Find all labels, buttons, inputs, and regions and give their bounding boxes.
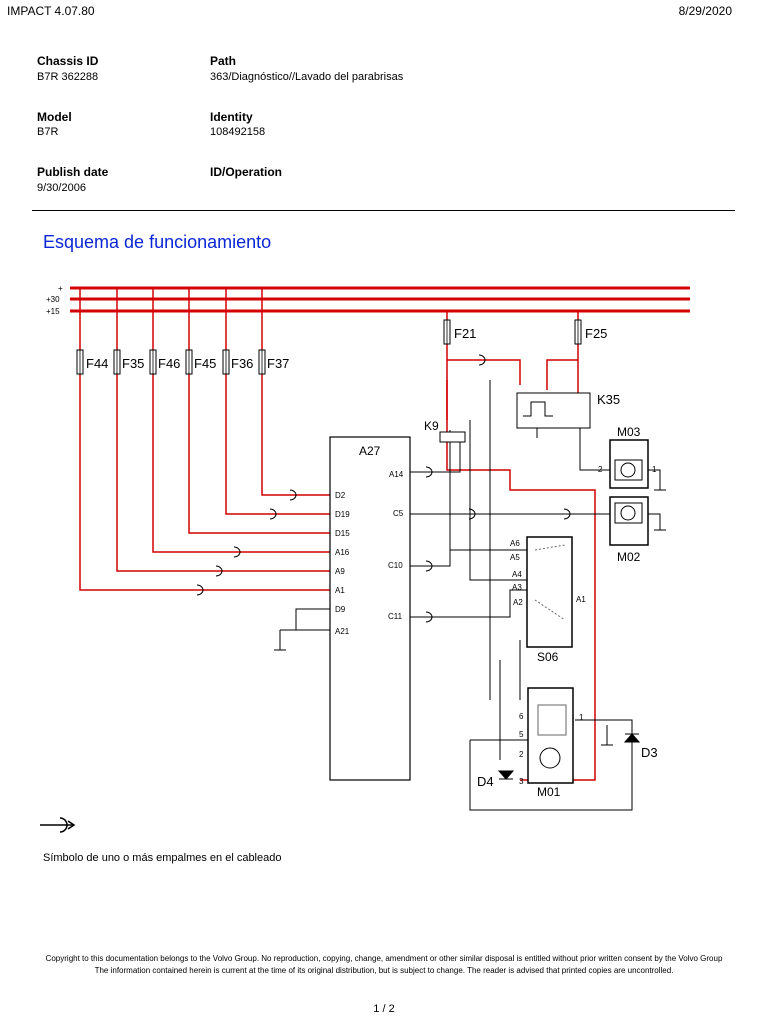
pin-label: A9: [335, 567, 345, 576]
diode-d4: [497, 770, 515, 780]
pin-label: A5: [510, 553, 520, 562]
pin-label: 3: [519, 777, 524, 786]
fuse-label: F44: [86, 356, 108, 371]
control-unit-a27: [329, 436, 411, 781]
pin-label: A21: [335, 627, 350, 636]
page-title: Esquema de funcionamiento: [43, 232, 272, 252]
wiper-switch-s06: [526, 536, 573, 648]
pin-label: A3: [512, 583, 522, 592]
pin-label: D15: [335, 529, 350, 538]
power-rails: [70, 286, 690, 313]
disclaimer-line: The information contained herein is curr…: [94, 966, 674, 975]
rail-label: +15: [46, 307, 60, 316]
app-version: IMPACT 4.07.80: [7, 4, 95, 18]
pin-label: C10: [388, 561, 403, 570]
pin-label: C11: [388, 612, 403, 621]
fuse-label: F45: [194, 356, 216, 371]
pin-label: D9: [335, 605, 346, 614]
fuse-label: F46: [158, 356, 180, 371]
module-label: A27: [359, 444, 381, 458]
pin-label: 6: [519, 712, 524, 721]
splice-symbol-icon: [40, 817, 76, 833]
publish-date-label: Publish date: [37, 165, 109, 179]
chassis-value: B7R 362288: [37, 71, 99, 83]
module-label: M03: [617, 425, 641, 439]
pin-label: A1: [576, 595, 586, 604]
legend-text: Símbolo de uno o más empalmes en el cabl…: [43, 852, 282, 864]
pin-label: A2: [513, 598, 523, 607]
path-label: Path: [210, 54, 237, 68]
pin-label: 5: [519, 730, 524, 739]
fuse-label: F36: [231, 356, 253, 371]
fuse-label: F37: [267, 356, 289, 371]
pin-label: D2: [335, 491, 346, 500]
diode-d3: [623, 733, 641, 743]
relay-k35: [516, 392, 591, 429]
rail-label: +30: [46, 295, 60, 304]
pin-label: A4: [512, 570, 522, 579]
header-divider: [32, 210, 735, 211]
wiring-diagram: + +30 +15 F44 F35 F46 F45 F36: [46, 284, 690, 811]
page-number: 1 / 2: [373, 1003, 395, 1015]
footer-copyright: Copyright to this documentation belongs …: [30, 953, 738, 977]
module-label: S06: [537, 650, 559, 664]
relay-k9: [439, 431, 466, 443]
pin-label: A6: [510, 539, 520, 548]
model-label: Model: [37, 110, 72, 124]
fuse-labels: F44 F35 F46 F45 F36 F37 F21 F25: [86, 326, 607, 371]
operation-label: ID/Operation: [210, 165, 283, 179]
module-label: M02: [617, 550, 641, 564]
publish-date-value: 9/30/2006: [37, 182, 86, 194]
module-label: D4: [477, 774, 494, 789]
fuse-label: F25: [585, 326, 607, 341]
module-label: K9: [424, 419, 439, 433]
identity-value: 108492158: [210, 126, 266, 138]
pin-label: A14: [389, 470, 404, 479]
pin-label: D19: [335, 510, 350, 519]
module-label: K35: [597, 392, 620, 407]
module-label: M01: [537, 785, 561, 799]
model-value: B7R: [37, 126, 59, 138]
copyright-line: Copyright to this documentation belongs …: [45, 954, 723, 963]
identity-label: Identity: [210, 110, 253, 124]
pin-label: 2: [598, 465, 603, 474]
pin-label: A1: [335, 586, 345, 595]
pin-label: C5: [393, 509, 404, 518]
chassis-label: Chassis ID: [37, 54, 99, 68]
rail-label: +: [58, 284, 63, 293]
pin-label: 1: [579, 713, 584, 722]
path-value: 363/Diagnóstico//Lavado del parabrisas: [210, 71, 404, 83]
module-label: D3: [641, 745, 658, 760]
print-date: 8/29/2020: [678, 4, 732, 18]
fuse-label: F35: [122, 356, 144, 371]
fuse-label: F21: [454, 326, 476, 341]
pin-label: 2: [519, 750, 524, 759]
pin-label: A16: [335, 548, 350, 557]
